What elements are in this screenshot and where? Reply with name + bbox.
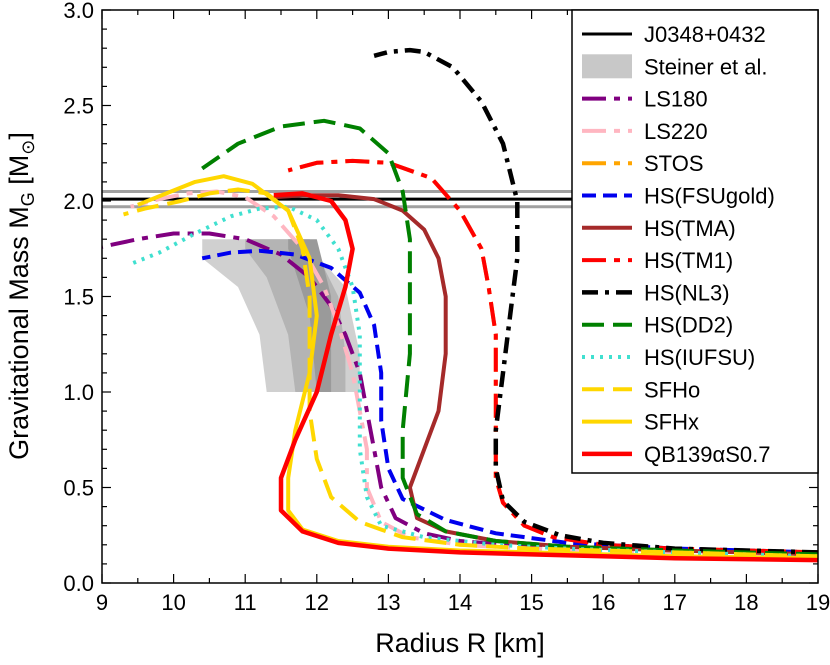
legend-label: STOS — [644, 151, 704, 176]
legend-entry-11: SFHo — [582, 377, 700, 402]
legend-label: LS220 — [644, 119, 708, 144]
x-tick-label: 17 — [663, 590, 687, 615]
legend-label: LS180 — [644, 87, 708, 112]
x-tick-label: 11 — [234, 590, 257, 615]
legend-entry-10: HS(IUFSU) — [582, 345, 755, 370]
legend-entry-12: SFHx — [582, 410, 699, 435]
legend-entry-8: HS(NL3) — [582, 280, 730, 305]
y-tick-label: 2.0 — [63, 189, 94, 214]
x-tick-label: 18 — [734, 590, 758, 615]
legend-entry-1: Steiner et al. — [582, 54, 768, 79]
legend-entry-9: HS(DD2) — [582, 313, 733, 338]
legend-label: Steiner et al. — [644, 54, 768, 79]
legend-entry-4: STOS — [582, 151, 704, 176]
legend-box — [571, 9, 819, 474]
y-tick-label: 1.0 — [63, 380, 94, 405]
legend-label: HS(TMA) — [644, 216, 736, 241]
x-tick-label: 13 — [376, 590, 400, 615]
legend-entry-3: LS220 — [582, 119, 708, 144]
legend-label: HS(TM1) — [644, 248, 733, 273]
legend-entry-5: HS(FSUgold) — [582, 184, 775, 209]
series-lines — [102, 47, 818, 563]
y-tick-label: 0.5 — [63, 476, 94, 501]
series-line-8 — [129, 204, 818, 559]
legend-entry-7: HS(TM1) — [582, 248, 733, 273]
y-axis-label: Gravitational Mass MG [M⊙] — [4, 132, 38, 460]
legend-label: HS(IUFSU) — [644, 345, 755, 370]
legend-label: SFHx — [644, 410, 699, 435]
y-axis-label-unit-sub: ⊙ — [18, 140, 38, 155]
x-tick-label: 19 — [806, 590, 830, 615]
legend-label: HS(DD2) — [644, 313, 733, 338]
series-line-9 — [122, 187, 818, 559]
legend-entry-6: HS(TMA) — [582, 216, 736, 241]
series-line-3 — [201, 248, 818, 555]
y-axis-label-main: Gravitational Mass M — [4, 206, 34, 460]
x-tick-label: 12 — [305, 590, 329, 615]
y-tick-label: 0.0 — [63, 571, 94, 596]
series-line-5 — [287, 158, 818, 555]
y-axis-label-unit-open: [M — [4, 155, 34, 193]
x-tick-label: 9 — [96, 590, 108, 615]
y-axis-label-unit-close: ] — [4, 132, 34, 140]
y-tick-label: 2.5 — [63, 94, 94, 119]
x-tick-label: 14 — [448, 590, 472, 615]
legend-label: HS(FSUgold) — [644, 184, 775, 209]
axis-ticks: 9 10 11 12 13 14 15 16 17 18 19 0.0 0.5 1.0 1.5 2.0 2.5 3… — [63, 0, 830, 615]
series-line-0 — [102, 231, 818, 557]
legend-swatch — [582, 54, 632, 79]
series-line-11 — [273, 191, 818, 563]
legend-entry-2: LS180 — [582, 87, 708, 112]
legend-entry-13: QB139αS0.7 — [582, 442, 770, 467]
y-axis-label-sub: G — [18, 192, 38, 206]
legend-entry-0: J0348+0432 — [582, 22, 766, 47]
x-tick-label: 16 — [591, 590, 615, 615]
legend-label: HS(NL3) — [644, 280, 730, 305]
x-tick-label: 15 — [519, 590, 543, 615]
legend-label: J0348+0432 — [644, 22, 766, 47]
x-tick-label: 10 — [161, 590, 185, 615]
series-line-7 — [201, 118, 818, 557]
y-tick-label: 3.0 — [63, 0, 94, 23]
y-tick-label: 1.5 — [63, 285, 94, 310]
series-line-6 — [373, 47, 818, 555]
x-axis-label: Radius R [km] — [375, 628, 545, 658]
legend-label: SFHo — [644, 377, 700, 402]
legend-label: QB139αS0.7 — [644, 442, 770, 467]
